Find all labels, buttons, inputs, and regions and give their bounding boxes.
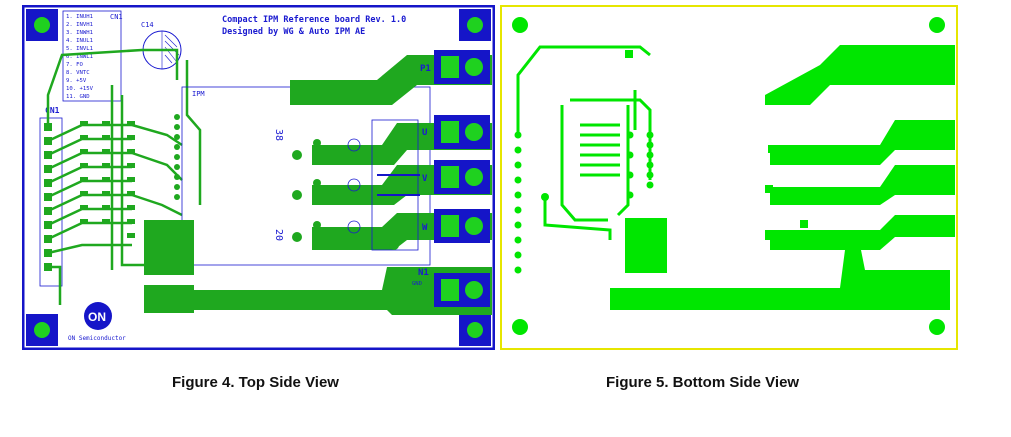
cn1-label-side: CN1 <box>45 106 60 115</box>
board-title: Compact IPM Reference board Rev. 1.0 <box>222 15 406 25</box>
mount-holes-bottom <box>512 17 945 335</box>
bottom-v-pour <box>770 165 955 205</box>
terminal-w-label: W <box>422 223 428 233</box>
bottom-w-pour <box>770 215 955 250</box>
bottom-traces <box>516 45 652 240</box>
resistor-pads <box>80 121 135 238</box>
company-label: ON Semiconductor <box>68 335 126 342</box>
mount-hole-tr <box>467 17 483 33</box>
capacitor-hatch-lines <box>164 34 180 64</box>
pin-list-item: 10. +15V <box>66 86 94 92</box>
gnd-label: GND <box>412 281 422 287</box>
terminal-n-label: N1 <box>418 268 429 278</box>
cn1-connector-outline <box>39 117 63 287</box>
board-designer: Designed by WG & Auto IPM AE <box>222 26 365 37</box>
cn1-label-top: CN1 <box>110 13 123 21</box>
figure-5-caption: Figure 5. Bottom Side View <box>606 374 800 391</box>
bottom-pours <box>610 45 955 310</box>
ipm-label: IPM <box>192 90 205 98</box>
pin-list-item: 1. INUH1 <box>66 14 93 20</box>
mount-hole-bl <box>34 322 50 338</box>
pin-list-item: 11. GND <box>66 94 90 100</box>
small-pads <box>292 139 399 250</box>
pin-list-item: 7. FO <box>66 62 83 68</box>
shunt-pour <box>144 220 194 275</box>
pin-list: 1. INUH1 2. INVH1 3. INWH1 4. INUL1 5. I… <box>66 14 94 100</box>
bottom-p-pour <box>765 45 955 105</box>
pin-list-item: 2. INVH1 <box>66 22 93 28</box>
blue-traces <box>377 174 420 196</box>
bottom-side-pcb <box>500 5 958 350</box>
bottom-shunt-pour <box>625 218 667 273</box>
ipm-pads <box>174 114 180 200</box>
pin-start-label: 38 <box>273 129 284 141</box>
top-side-pcb: 1. INUH1 2. INVH1 3. INWH1 4. INUL1 5. I… <box>22 5 495 350</box>
mount-hole-br <box>467 322 483 338</box>
terminal-v-label: V <box>422 174 428 184</box>
on-logo <box>84 302 112 330</box>
pin-end-label: 20 <box>273 229 284 241</box>
pin-list-item: 8. VNTC <box>66 70 90 76</box>
terminal-p-label: P1 <box>420 64 431 74</box>
n-pour <box>192 267 492 315</box>
bottom-n-pour <box>610 245 950 310</box>
pin-list-item: 5. INVL1 <box>66 46 93 52</box>
terminal-labels: P1 U V W N1 <box>418 64 431 278</box>
top-side-board: 1. INUH1 2. INVH1 3. INWH1 4. INUL1 5. I… <box>22 5 495 350</box>
terminals <box>434 50 490 307</box>
terminal-u-label: U <box>422 128 427 138</box>
pin-list-item: 6. INWL1 <box>66 54 93 60</box>
on-logo-text: ON <box>88 310 106 324</box>
pin-list-item: 4. INUL1 <box>66 38 93 44</box>
bottom-side-board <box>500 5 958 350</box>
pin-list-item: 9. +5V <box>66 78 87 84</box>
bottom-u-pour <box>770 120 955 165</box>
cap-label: C14 <box>141 21 154 29</box>
figure-4-caption: Figure 4. Top Side View <box>172 374 339 391</box>
bootstrap-caps <box>347 119 419 251</box>
pin-list-item: 3. INWH1 <box>66 30 93 36</box>
capacitor-hatch <box>161 30 182 70</box>
mount-hole-tl <box>34 17 50 33</box>
shunt-pour-lower <box>144 285 194 313</box>
bottom-pads <box>514 50 654 274</box>
